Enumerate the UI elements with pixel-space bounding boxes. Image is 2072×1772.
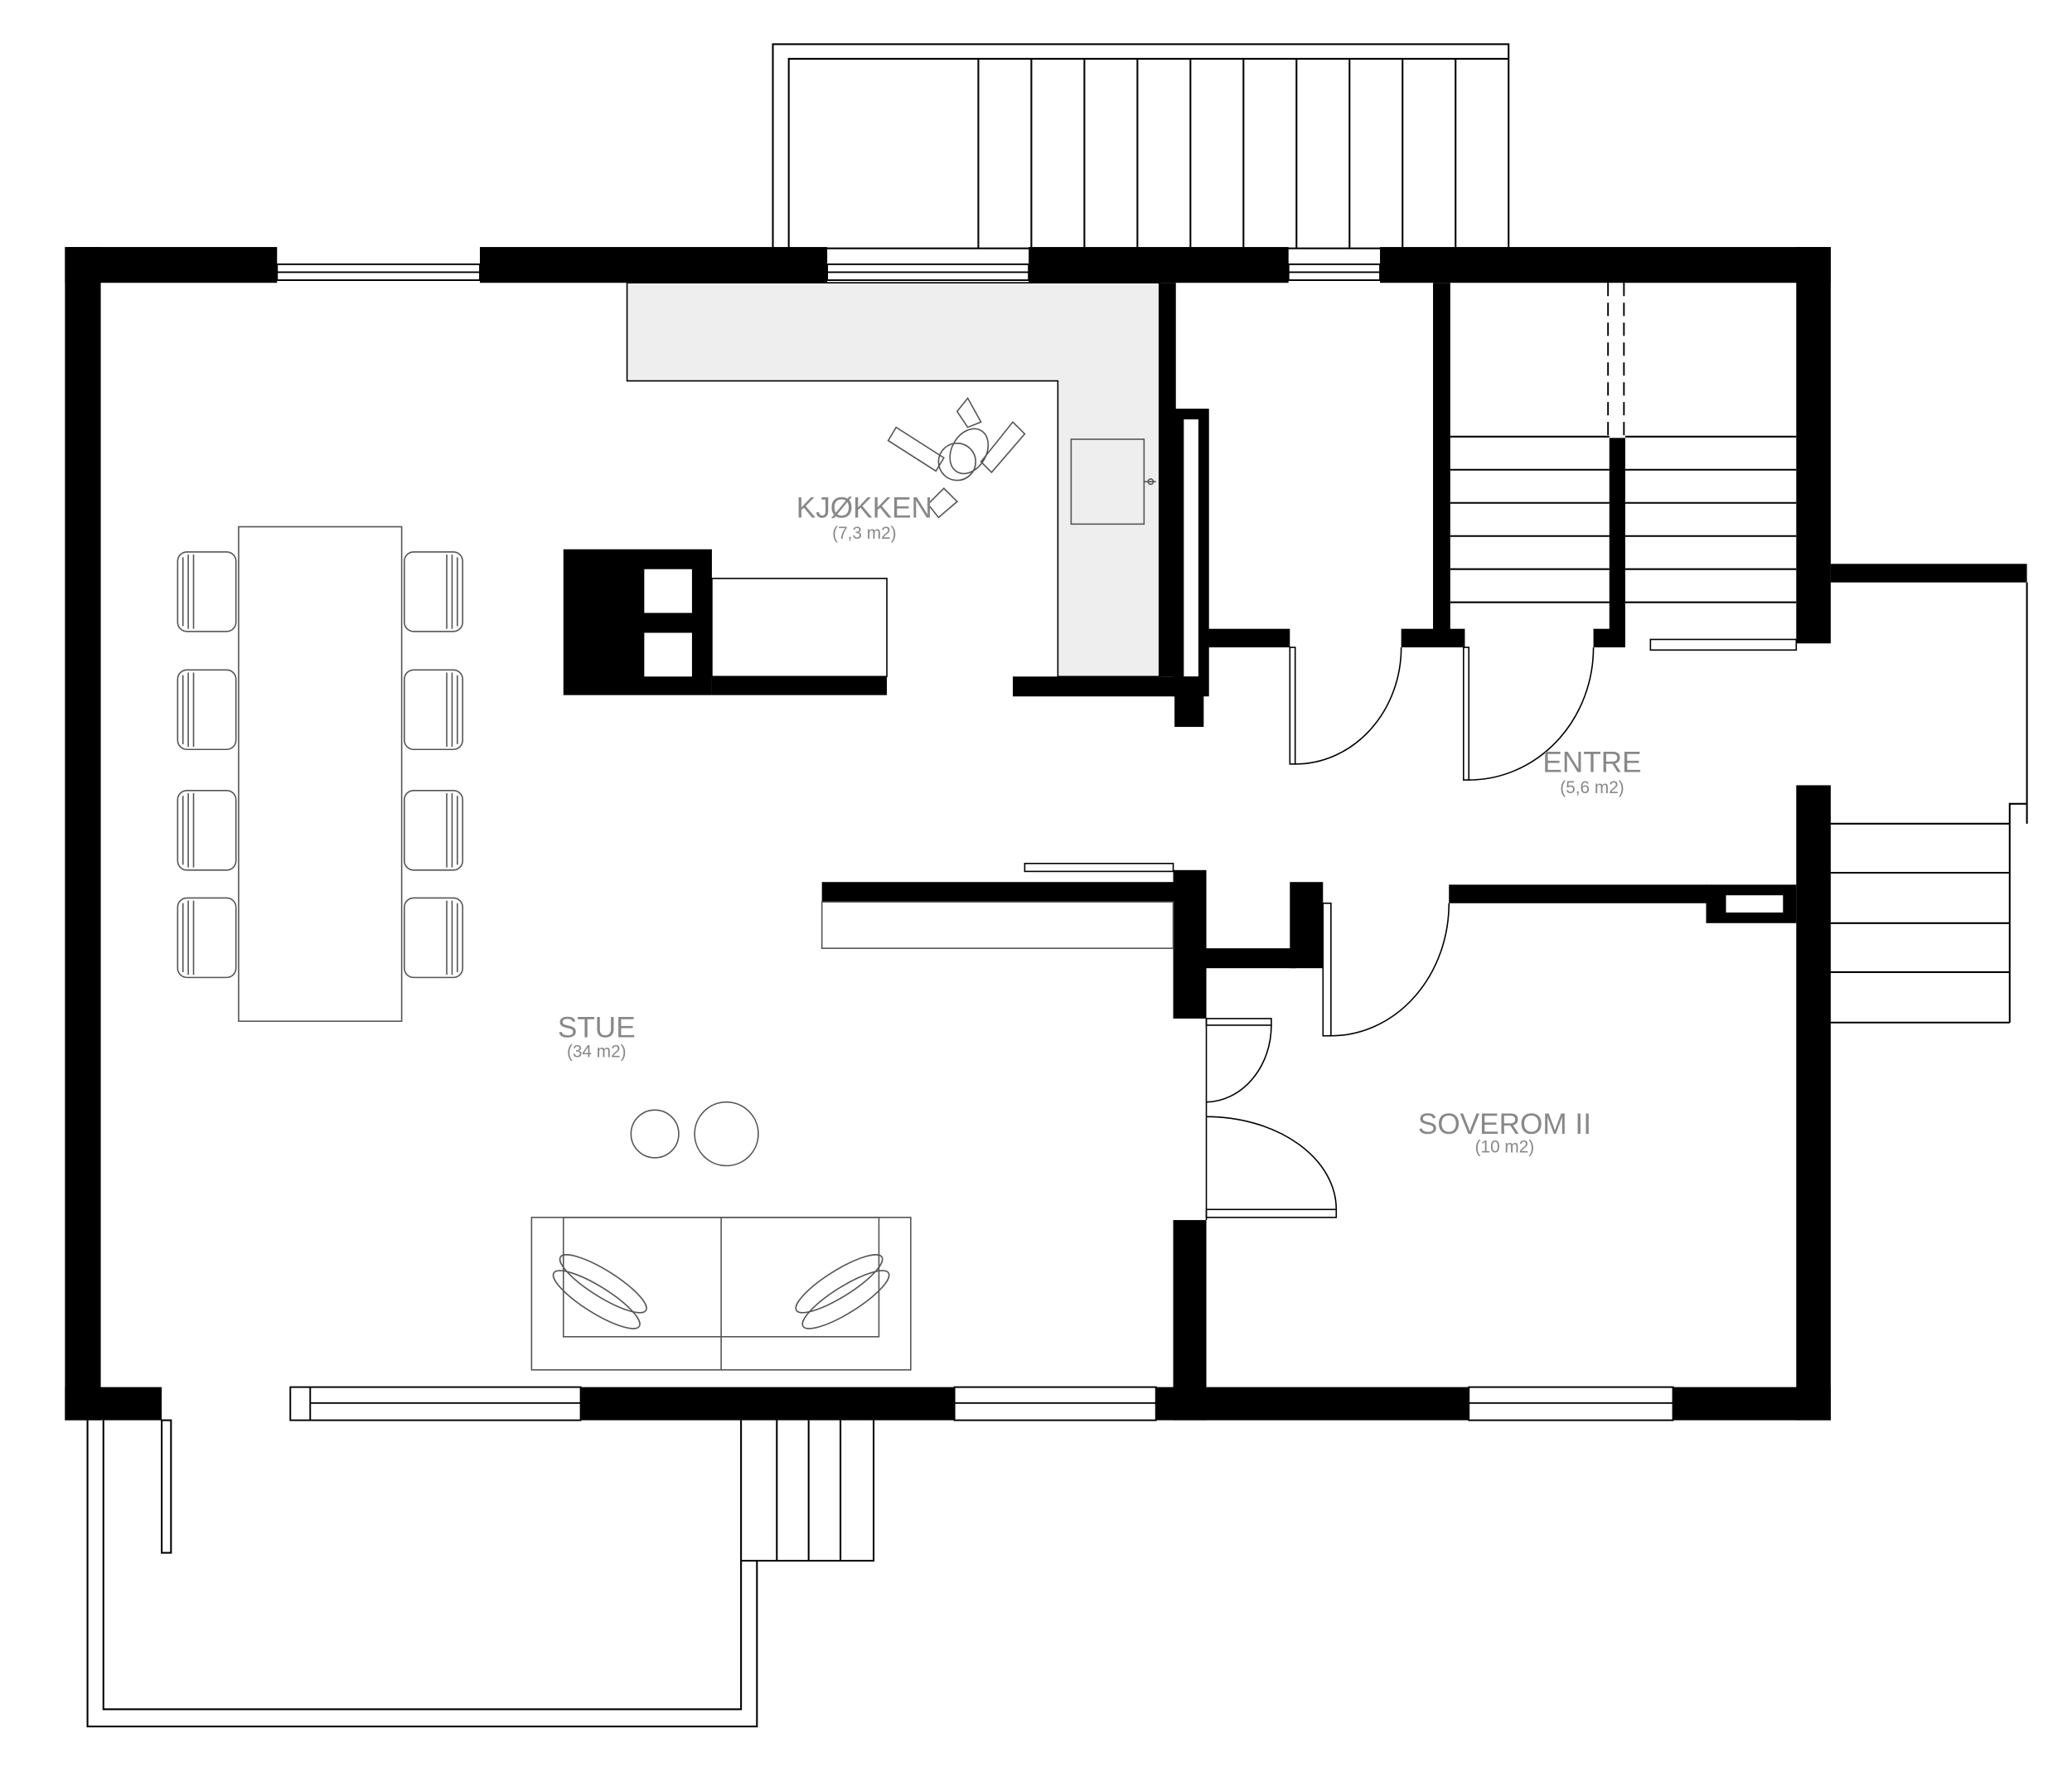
- room-area-living: (34 m2): [567, 1042, 627, 1061]
- interior-stairs: [1450, 435, 1797, 603]
- dining-chair: [404, 551, 464, 632]
- dining-chair: [177, 669, 237, 751]
- dining-chair: [177, 897, 237, 979]
- dining-chair: [404, 669, 464, 751]
- dining-chair: [404, 897, 464, 979]
- terrace-door-panel: [161, 1419, 172, 1554]
- coffee-table: [630, 1109, 680, 1159]
- coffee-tables: [630, 1101, 759, 1167]
- room-area-kitchen: (7,3 m2): [832, 524, 896, 543]
- side-staircase: [1830, 582, 2028, 1024]
- coffee-table: [694, 1101, 759, 1167]
- room-area-bedroom: (10 m2): [1475, 1137, 1535, 1156]
- person-figure: [887, 396, 1026, 519]
- dining-chair: [177, 790, 237, 871]
- room-name-kitchen: KJØKKEN: [796, 491, 932, 524]
- kitchen-sink: [1070, 438, 1156, 525]
- room-name-entrance: ENTRE: [1542, 746, 1641, 778]
- dining-chair: [404, 790, 464, 871]
- kitchen-island: [711, 578, 888, 678]
- top-staircase: [772, 43, 1510, 249]
- dining-chair: [177, 551, 237, 632]
- kitchen-island-cubbies: [644, 569, 692, 677]
- sideboard: [821, 901, 1174, 949]
- stair-dashed-guide: [1607, 283, 1625, 437]
- doors: [1024, 646, 1595, 1221]
- dining-set: [177, 525, 464, 1022]
- room-area-entrance: (5,6 m2): [1560, 778, 1624, 797]
- exterior-walls: [65, 247, 1831, 1421]
- room-name-bedroom: SOVEROM II: [1418, 1108, 1591, 1140]
- room-name-living: STUE: [558, 1011, 636, 1043]
- windows: [276, 263, 1674, 1421]
- room-labels: KJØKKEN (7,3 m2) STUE (34 m2) ENTRE (5,6…: [558, 491, 1642, 1156]
- sofa: [530, 1217, 912, 1371]
- terrace: [86, 1419, 875, 1728]
- dining-table: [238, 525, 403, 1022]
